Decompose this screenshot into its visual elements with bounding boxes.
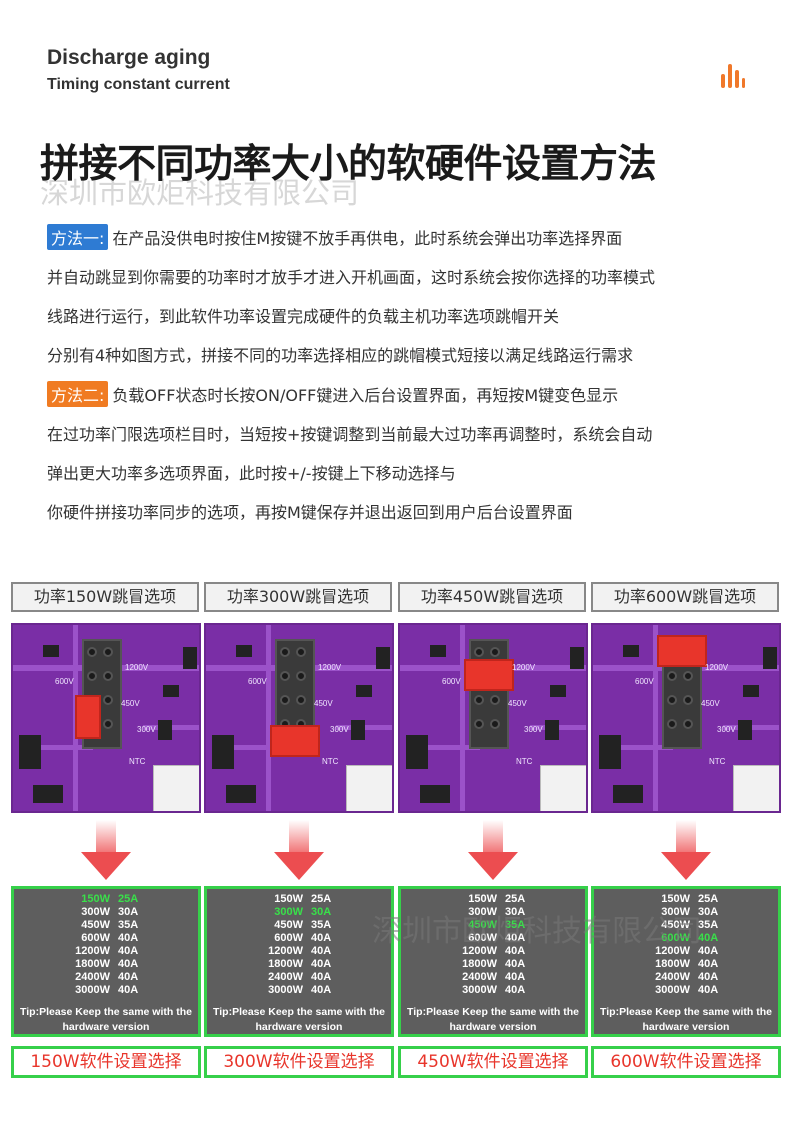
jumper-option-label: 功率450W跳冒选项 — [398, 582, 586, 612]
method1-line-3: 线路进行运行，到此软件功率设置完成硬件的负载主机功率选项跳帽开关 — [47, 307, 560, 326]
arrow-down-icon — [661, 820, 711, 882]
method2-line-2: 在过功率门限选项栏目时，当短按+按键调整到当前最大过功率再调整时，系统会自动 — [47, 425, 653, 444]
header-title: Discharge aging — [47, 46, 211, 69]
tip-text: Tip:Please Keep the same with the hardwa… — [407, 1006, 579, 1033]
silk-600v: 600V — [248, 677, 267, 686]
silk-1200v: 1200V — [512, 663, 536, 672]
pcb-jumper-photo: 1200V 600V 450V 300V NTC — [591, 623, 781, 813]
tip-text: Tip:Please Keep the same with the hardwa… — [20, 1006, 192, 1033]
method2-line-4: 你硬件拼接功率同步的选项，再按M键保存并退出返回到用户后台设置界面 — [47, 503, 573, 522]
silk-450v: 450V — [508, 699, 527, 708]
watermark-top: 深圳市欧炬科技有限公司 — [40, 176, 360, 210]
silk-600v: 600V — [55, 677, 74, 686]
silk-600v: 600V — [635, 677, 654, 686]
silk-1200v: 1200V — [318, 663, 342, 672]
silk-450v: 450V — [121, 699, 140, 708]
jumper-option-label: 功率150W跳冒选项 — [11, 582, 199, 612]
silk-300v: 300V — [717, 725, 736, 734]
pcb-jumper-photo: 1200V 600V 450V 300V NTC — [11, 623, 201, 813]
silk-450v: 450V — [314, 699, 333, 708]
main-title: 拼接不同功率大小的软硬件设置方法 — [40, 142, 657, 187]
method1-line-1: 方法一:在产品没供电时按住M按键不放手再供电，此时系统会弹出功率选择界面 — [47, 224, 622, 250]
software-setting-label: 450W软件设置选择 — [398, 1046, 588, 1078]
silk-300v: 300V — [330, 725, 349, 734]
method1-line-4: 分别有4种如图方式，拼接不同的功率选择相应的跳帽模式短接以满足线路运行需求 — [47, 346, 634, 365]
silk-1200v: 1200V — [705, 663, 729, 672]
silk-300v: 300V — [137, 725, 156, 734]
silk-ntc: NTC — [129, 757, 146, 766]
software-setting-label: 600W软件设置选择 — [591, 1046, 781, 1078]
method2-line-1: 方法二:负载OFF状态时长按ON/OFF键进入后台设置界面，再短按M键变色显示 — [47, 381, 618, 407]
software-setting-label: 150W软件设置选择 — [11, 1046, 201, 1078]
silk-300v: 300V — [524, 725, 543, 734]
method1-line-2: 并自动跳显到你需要的功率时才放手才进入开机画面，这时系统会按你选择的功率模式 — [47, 268, 656, 287]
tip-text: Tip:Please Keep the same with the hardwa… — [600, 1006, 772, 1033]
method1-tag: 方法一: — [47, 224, 109, 250]
arrow-down-icon — [274, 820, 324, 882]
software-setting-label: 300W软件设置选择 — [204, 1046, 394, 1078]
watermark-bottom: 深圳市欧炬科技有限公司 — [372, 914, 702, 949]
jumper-option-label: 功率300W跳冒选项 — [204, 582, 392, 612]
arrow-down-icon — [468, 820, 518, 882]
silk-ntc: NTC — [516, 757, 533, 766]
silk-ntc: NTC — [709, 757, 726, 766]
silk-ntc: NTC — [322, 757, 339, 766]
arrow-down-icon — [81, 820, 131, 882]
tip-text: Tip:Please Keep the same with the hardwa… — [213, 1006, 385, 1033]
silk-600v: 600V — [442, 677, 461, 686]
header-subtitle: Timing constant current — [47, 76, 230, 93]
silk-1200v: 1200V — [125, 663, 149, 672]
jumper-option-label: 功率600W跳冒选项 — [591, 582, 779, 612]
silk-450v: 450V — [701, 699, 720, 708]
pcb-jumper-photo: 1200V 600V 450V 300V NTC — [204, 623, 394, 813]
pcb-jumper-photo: 1200V 600V 450V 300V NTC — [398, 623, 588, 813]
method2-tag: 方法二: — [47, 381, 109, 407]
method2-line-3: 弹出更大功率多选项界面，此时按+/-按键上下移动选择与 — [47, 464, 456, 483]
sound-bars-logo-icon — [721, 64, 745, 88]
